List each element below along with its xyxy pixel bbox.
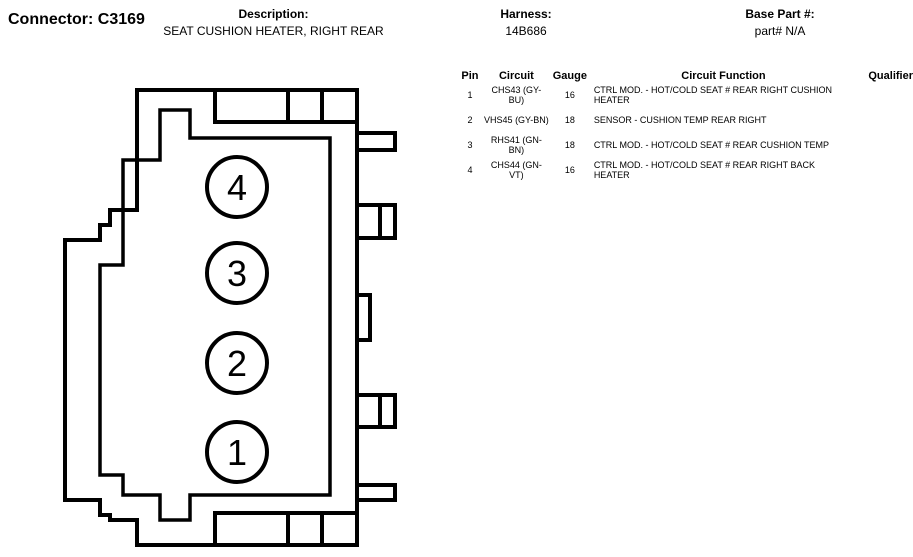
row-function: CTRL MOD. - HOT/COLD SEAT # REAR RIGHT B… xyxy=(593,159,816,180)
col-circuit: Circuit xyxy=(498,70,534,82)
pin-label-2: 2 xyxy=(227,343,247,384)
harness-label: Harness: xyxy=(500,7,552,21)
col-pin: Pin xyxy=(461,70,479,82)
row-gauge: 16 xyxy=(564,164,575,175)
pin-cavity-2 xyxy=(205,331,269,395)
row-pin: 4 xyxy=(467,164,473,175)
row-circuit: VHS45 (GY-BN) xyxy=(484,114,549,125)
bottom-latch xyxy=(213,511,359,547)
pin-table-header: Pin Circuit Gauge Circuit Function Quali… xyxy=(456,68,913,82)
row-pin: 3 xyxy=(467,139,473,150)
pin-cavity-1 xyxy=(205,420,269,484)
row-gauge: 16 xyxy=(564,89,575,100)
row-function: CTRL MOD. - HOT/COLD SEAT # REAR RIGHT C… xyxy=(593,84,833,105)
row-circuit: CHS44 (GN-VT) xyxy=(490,159,542,180)
right-tab-bottom xyxy=(355,483,397,502)
col-gauge: Gauge xyxy=(552,70,587,82)
pin-label-4: 4 xyxy=(227,167,247,208)
row-gauge: 18 xyxy=(564,114,575,125)
top-latch xyxy=(213,88,359,124)
pin-label-1: 1 xyxy=(227,432,247,473)
col-circuit-function: Circuit Function xyxy=(681,70,766,82)
housing-cavity xyxy=(98,108,332,522)
right-tab-upper xyxy=(355,203,397,240)
row-function: CTRL MOD. - HOT/COLD SEAT # REAR CUSHION… xyxy=(593,139,830,150)
connector-title: Connector: C3169 xyxy=(8,11,145,28)
description-label: Description: xyxy=(238,7,309,21)
right-tab-middle xyxy=(355,293,372,342)
right-tab-top xyxy=(355,131,397,152)
row-circuit: CHS43 (GY-BU) xyxy=(491,84,542,105)
base-part-label: Base Part #: xyxy=(745,7,815,21)
table-row: 2 VHS45 (GY-BN) 18 SENSOR - CUSHION TEMP… xyxy=(456,107,913,132)
harness-value: 14B686 xyxy=(505,24,547,38)
pin-label-3: 3 xyxy=(227,253,247,294)
pin-cavity-3 xyxy=(205,241,269,305)
pin-cavity-4 xyxy=(205,155,269,219)
col-qualifier: Qualifier xyxy=(868,70,913,82)
housing-outline xyxy=(63,88,359,547)
table-row: 4 CHS44 (GN-VT) 16 CTRL MOD. - HOT/COLD … xyxy=(456,157,913,182)
base-part-value: part# N/A xyxy=(754,24,806,38)
pin-table: Pin Circuit Gauge Circuit Function Quali… xyxy=(456,68,913,182)
row-function: SENSOR - CUSHION TEMP REAR RIGHT xyxy=(593,114,767,125)
table-row: 3 RHS41 (GN-BN) 18 CTRL MOD. - HOT/COLD … xyxy=(456,132,913,157)
description-value: SEAT CUSHION HEATER, RIGHT REAR xyxy=(163,24,384,38)
row-gauge: 18 xyxy=(564,139,575,150)
right-tab-lower xyxy=(355,393,397,429)
row-pin: 1 xyxy=(467,89,473,100)
row-pin: 2 xyxy=(467,114,473,125)
table-row: 1 CHS43 (GY-BU) 16 CTRL MOD. - HOT/COLD … xyxy=(456,82,913,107)
row-circuit: RHS41 (GN-BN) xyxy=(490,134,542,155)
